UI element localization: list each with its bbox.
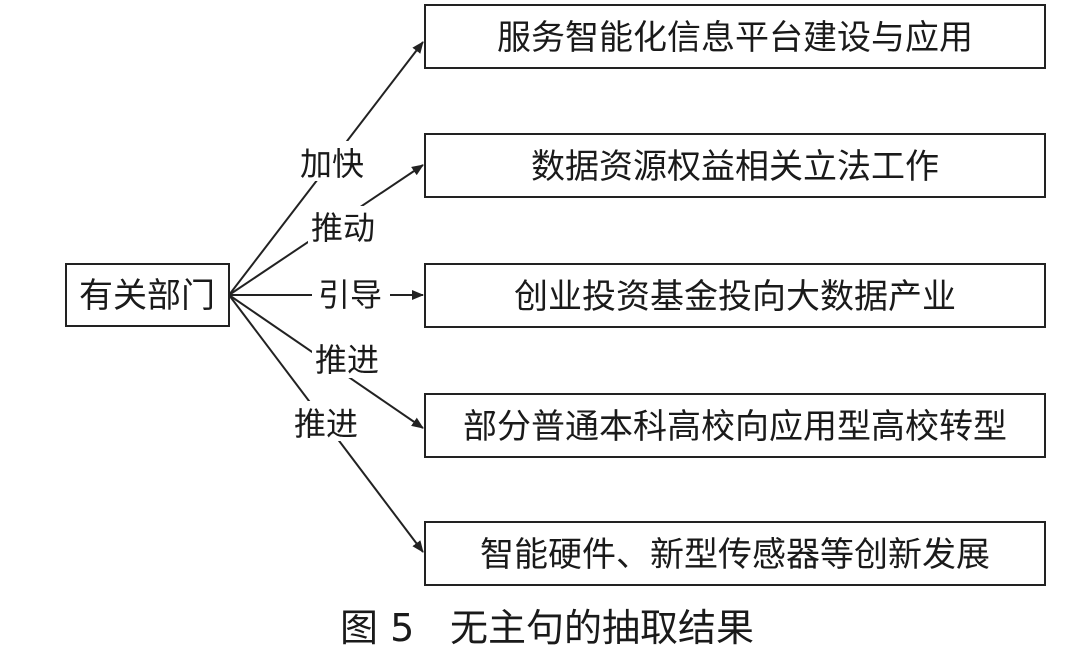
figure-number: 图 5 bbox=[340, 606, 414, 650]
target-node-2: 创业投资基金投向大数据产业 bbox=[424, 263, 1046, 328]
edge-label-yindao: 引导 bbox=[318, 276, 382, 314]
edge-label-tuidong: 推动 bbox=[311, 209, 375, 247]
target-node-1: 数据资源权益相关立法工作 bbox=[424, 133, 1046, 198]
edge-label-tuijin-2: 推进 bbox=[294, 405, 358, 443]
source-node: 有关部门 bbox=[65, 263, 230, 327]
edge-label-jiakuai: 加快 bbox=[300, 145, 364, 183]
figure-caption: 图 5 无主句的抽取结果 bbox=[340, 606, 754, 650]
target-node-0: 服务智能化信息平台建设与应用 bbox=[424, 4, 1046, 69]
source-node-label: 有关部门 bbox=[79, 276, 215, 316]
target-node-label-3: 部分普通本科高校向应用型高校转型 bbox=[463, 407, 1007, 447]
target-node-label-0: 服务智能化信息平台建设与应用 bbox=[497, 18, 973, 58]
target-node-label-2: 创业投资基金投向大数据产业 bbox=[514, 277, 956, 317]
target-node-3: 部分普通本科高校向应用型高校转型 bbox=[424, 393, 1046, 458]
target-node-label-4: 智能硬件、新型传感器等创新发展 bbox=[480, 535, 990, 575]
edge-labels: 加快 推动 引导 推进 推进 bbox=[290, 141, 384, 443]
target-node-label-1: 数据资源权益相关立法工作 bbox=[531, 147, 939, 187]
figure-title: 无主句的抽取结果 bbox=[450, 606, 754, 650]
target-node-4: 智能硬件、新型传感器等创新发展 bbox=[424, 521, 1046, 586]
edge-label-tuijin-1: 推进 bbox=[315, 341, 379, 379]
